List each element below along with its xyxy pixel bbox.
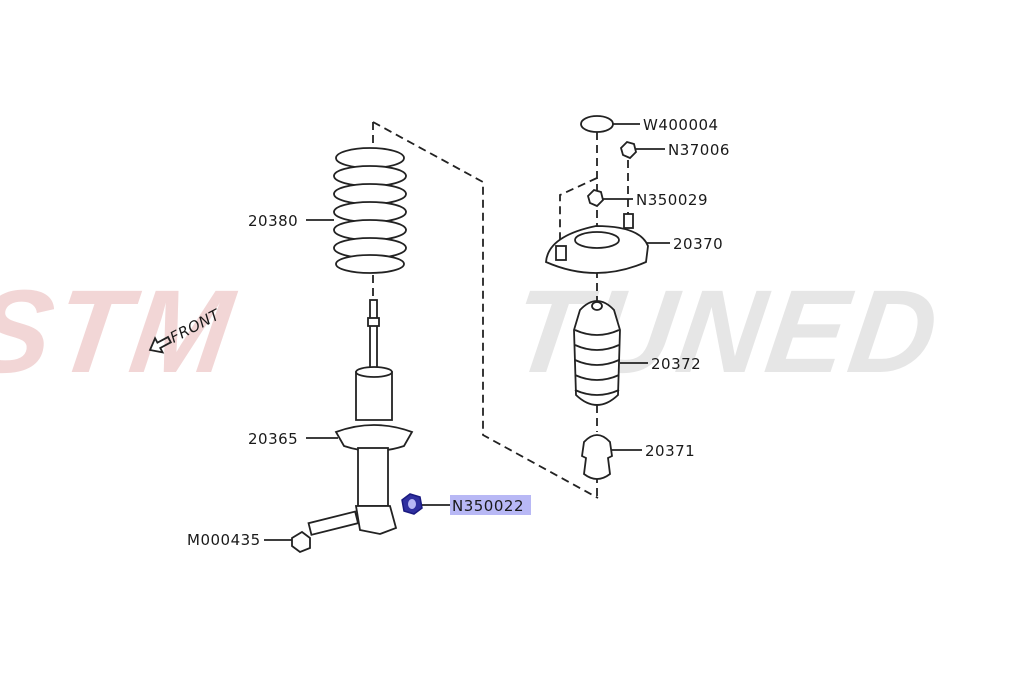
label-20365: 20365 [248,430,298,448]
label-20371: 20371 [645,442,695,460]
nut-lower [401,493,450,515]
strut [334,299,414,535]
label-n350022[interactable]: N350022 [452,497,524,515]
strut-mount [545,225,649,274]
bump-stop [581,434,613,480]
cap [580,115,614,133]
label-20372: 20372 [651,355,701,373]
leader-lines [264,123,670,541]
label-n350029: N350029 [636,191,708,209]
label-n37006: N37006 [668,141,730,159]
highlight-box [450,495,531,515]
label-20380: 20380 [248,212,298,230]
front-arrow-icon [148,335,173,354]
label-20370: 20370 [673,235,723,253]
label-m000435: M000435 [187,531,261,549]
bolt [291,510,360,554]
coil-spring [333,147,407,274]
watermark-tuned: TUNED [504,267,949,398]
label-w400004: W400004 [643,116,719,134]
nut-top [619,140,637,160]
watermark: STM TUNED [0,267,949,398]
alignment-lines [372,121,629,499]
nut-mount [586,188,634,229]
watermark-stm: STM [0,267,244,398]
dust-boot [573,300,621,406]
